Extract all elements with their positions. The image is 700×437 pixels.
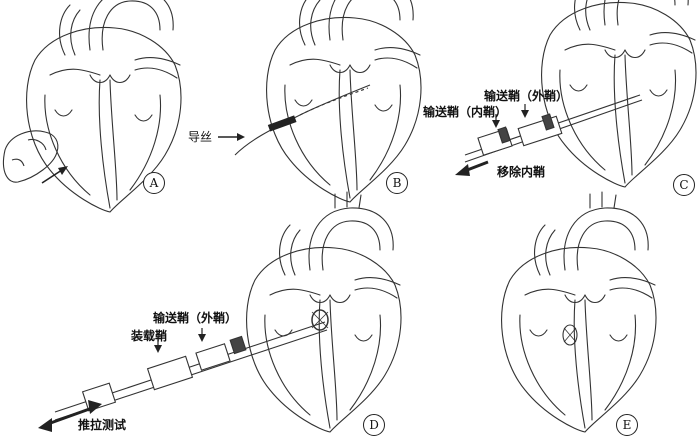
- panel-d-letter: D: [363, 414, 385, 436]
- remove-inner-label: 移除内鞘: [497, 165, 546, 179]
- finger-icon: [2, 130, 59, 183]
- push-pull-label: 推拉测试: [78, 418, 127, 432]
- panel-e-letter: E: [616, 414, 638, 436]
- loading-sheath-label: 装载鞘: [131, 329, 168, 343]
- panel-c-letter: C: [673, 174, 695, 196]
- outer-sheath-label-c: 输送鞘（外鞘）: [484, 89, 569, 103]
- panel-a-letter: A: [143, 172, 165, 194]
- guidewire-label: 导丝: [188, 130, 213, 144]
- inner-sheath-label-c: 输送鞘（内鞘）: [423, 105, 508, 119]
- panel-b-letter: B: [386, 172, 408, 194]
- outer-sheath-label-d: 输送鞘（外鞘）: [153, 311, 238, 325]
